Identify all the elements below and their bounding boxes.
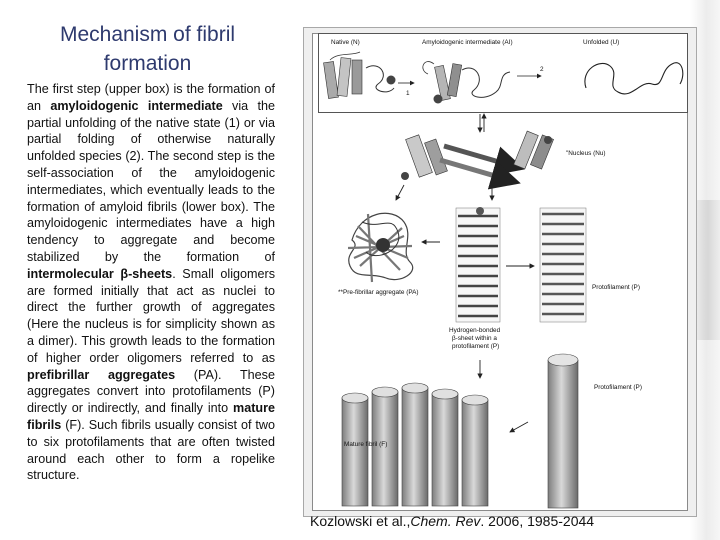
label-protofilament-1: Protofilament (P) xyxy=(592,284,640,292)
nucleus-graphic xyxy=(401,131,554,182)
label-protofilament-2: Protofilament (P) xyxy=(594,384,642,392)
prefibrillar-aggregate-graphic xyxy=(348,213,413,282)
label-prefibrillar: **Pre-fibrillar aggregate (PA) xyxy=(338,289,419,297)
protofilament-ladder-graphic xyxy=(456,207,586,322)
label-unfolded: Unfolded (U) xyxy=(583,39,619,47)
label-hbond-1: Hydrogen-bonded xyxy=(449,327,500,335)
protofilament-cylinder-graphic xyxy=(548,354,578,508)
citation-journal: Chem. Rev xyxy=(410,513,480,529)
native-protein-graphic xyxy=(324,52,396,99)
label-native: Native (N) xyxy=(331,39,360,47)
label-step-1: 1 xyxy=(406,90,410,98)
label-nucleus: "Nucleus (Nu) xyxy=(566,150,606,158)
label-hbond-2: β-sheet within a xyxy=(452,335,497,343)
citation-rest: . 2006, 1985-2044 xyxy=(480,513,594,529)
unfolded-chain-graphic xyxy=(585,63,683,94)
intermediate-graphic xyxy=(423,62,510,104)
label-mature-fibril: Mature fibril (F) xyxy=(344,441,387,449)
label-step-2: 2 xyxy=(540,66,544,74)
citation: Kozlowski et al.,Chem. Rev. 2006, 1985-2… xyxy=(310,512,594,530)
label-hbond-3: protofilament (P) xyxy=(452,343,499,351)
label-intermediate: Amyloidogenic intermediate (AI) xyxy=(422,39,513,47)
citation-authors: Kozlowski et al., xyxy=(310,513,410,529)
